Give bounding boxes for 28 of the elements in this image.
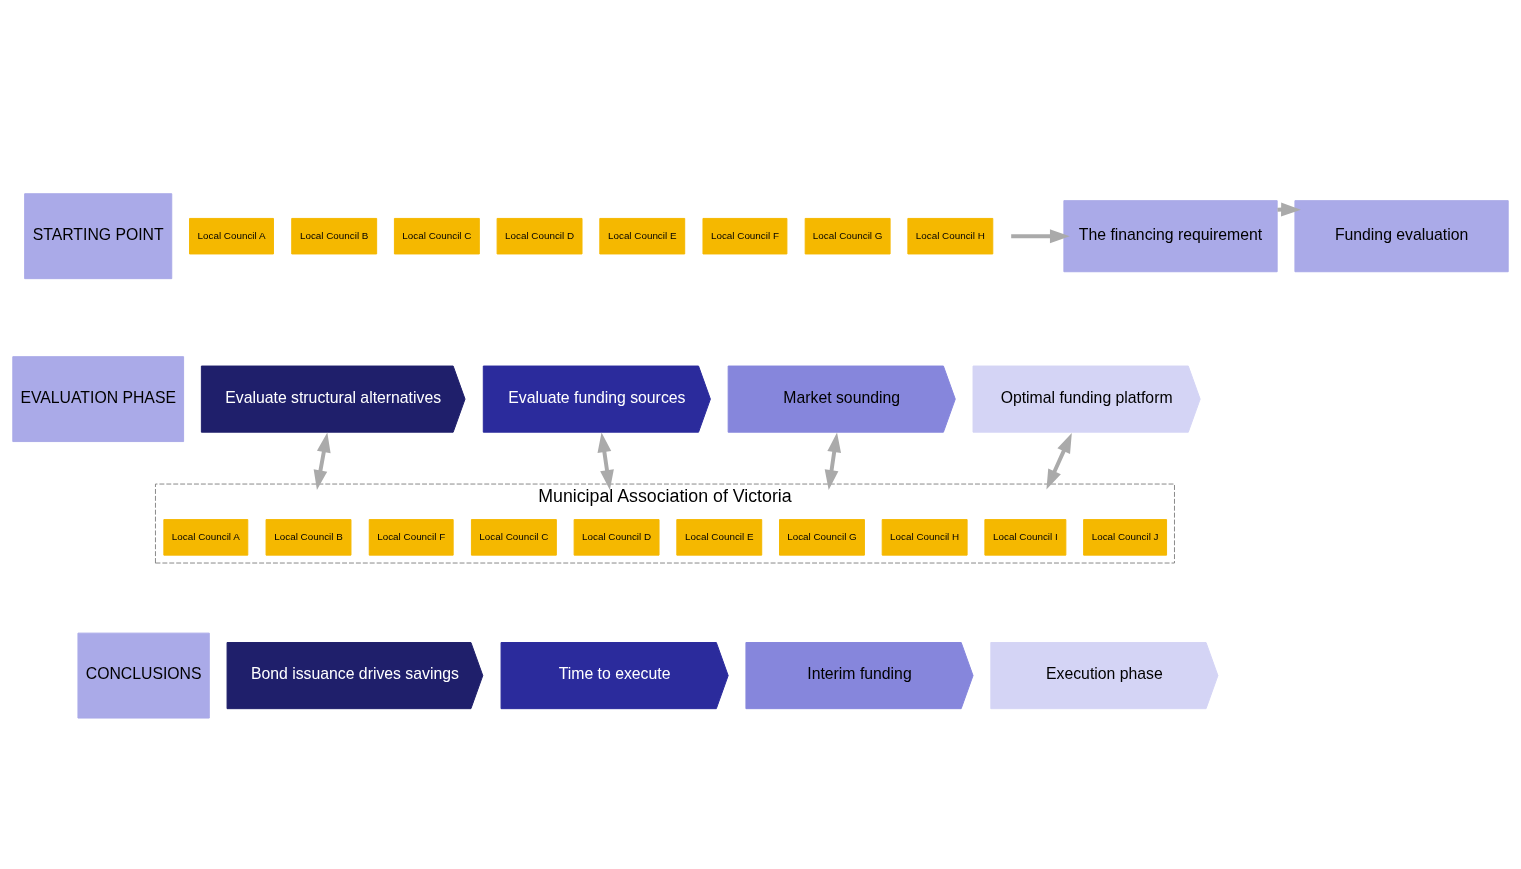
node-box: Local Council I xyxy=(984,518,1067,556)
arrow xyxy=(824,432,842,490)
node-box: EVALUATION PHASE xyxy=(12,355,185,442)
node-box: The financing requirement xyxy=(1063,199,1278,272)
node-box: Local Council G xyxy=(804,217,891,254)
arrow xyxy=(1046,432,1072,489)
arrow xyxy=(597,432,614,490)
node-box: Local Council F xyxy=(702,217,788,254)
arrow xyxy=(1011,228,1070,243)
node-box: Local Council E xyxy=(676,518,763,556)
node-box: Local Council A xyxy=(163,518,249,556)
node-box: Local Council F xyxy=(368,518,454,556)
node-box: Local Council H xyxy=(881,518,968,556)
node-box: Local Council D xyxy=(496,217,583,254)
node-box: Local Council H xyxy=(907,217,994,254)
node-box: Local Council B xyxy=(291,217,378,254)
node-box: Local Council C xyxy=(393,217,480,254)
node-box: Local Council J xyxy=(1083,518,1168,556)
node-box: Funding evaluation xyxy=(1294,199,1509,272)
node-box: Local Council B xyxy=(265,518,352,556)
arrow xyxy=(313,432,331,490)
node-box: Local Council A xyxy=(189,217,274,254)
node-box: Local Council G xyxy=(779,518,865,556)
node-box: STARTING POINT xyxy=(24,192,173,279)
node-box: Local Council C xyxy=(470,518,557,556)
node-box: Local Council E xyxy=(599,217,686,254)
node-box: Local Council D xyxy=(573,518,660,556)
node-box: CONCLUSIONS xyxy=(77,632,210,719)
